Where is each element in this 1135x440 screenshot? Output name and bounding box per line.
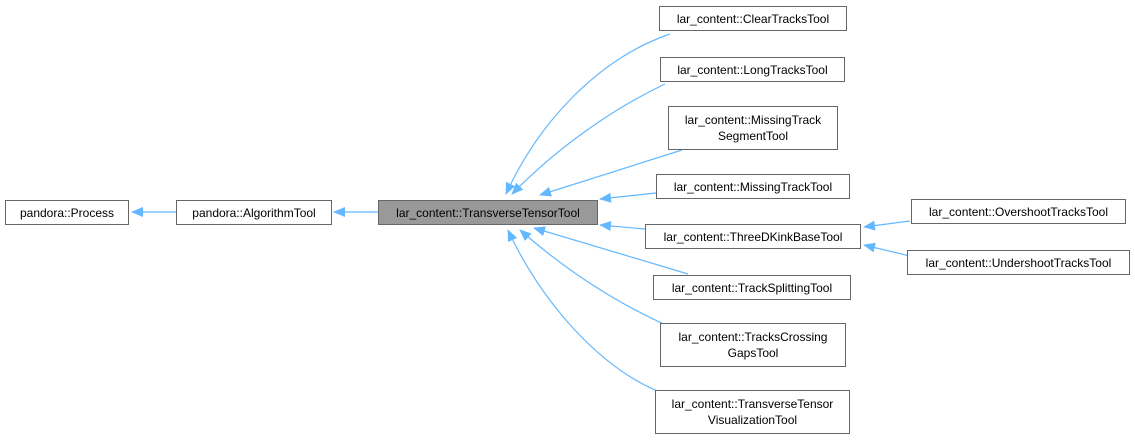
node-undershoottrackstool[interactable]: lar_content::UndershootTracksTool [907,250,1130,275]
edge-longtrackstool-to-base [511,83,666,195]
node-transversetensorvisualizationtool[interactable]: lar_content::TransverseTensor Visualizat… [655,390,850,434]
node-label: lar_content::LongTracksTool [677,62,828,77]
edge-tracksplittingtool-to-base [533,226,689,275]
edge-missingtracksegmenttool-to-base [539,149,683,197]
node-overshoottrackstool[interactable]: lar_content::OvershootTracksTool [911,199,1126,224]
node-label: lar_content::UndershootTracksTool [925,255,1112,270]
edge-undershoottrackstool-to-threedkinkbasetool [863,242,911,257]
node-label: lar_content::TrackSplittingTool [671,280,833,295]
node-trackscrossinggapstool[interactable]: lar_content::TracksCrossing GapsTool [660,323,846,367]
edge-missingtracktool-to-base [599,192,657,203]
node-label: lar_content::MissingTrackTool [673,179,833,194]
node-label-line1: lar_content::TracksCrossing [678,330,828,344]
node-transversetensortool[interactable]: lar_content::TransverseTensorTool [378,200,598,225]
node-label: lar_content::OvershootTracksTool [929,204,1108,219]
node-label: lar_content::ClearTracksTool [676,11,830,26]
node-missingtracksegmenttool[interactable]: lar_content::MissingTrack SegmentTool [668,106,838,150]
edge-trackscrossinggapstool-to-base [519,229,669,327]
node-label: pandora::Process [19,205,115,220]
node-label: lar_content::TransverseTensorTool [396,205,580,220]
node-longtrackstool[interactable]: lar_content::LongTracksTool [660,57,845,82]
node-label: pandora::AlgorithmTool [192,205,316,220]
edge-threedkinkbasetool-to-base [599,220,646,231]
node-label-line2: GapsTool [727,346,779,360]
edge-cleartrackstool-to-base [505,33,671,195]
edge-overshoottrackstool-to-threedkinkbasetool [863,220,911,231]
node-label: lar_content::ThreeDKinkBaseTool [663,229,843,244]
node-label-line2: VisualizationTool [707,413,798,427]
node-label-line1: lar_content::MissingTrack [684,113,822,127]
node-tracksplittingtool[interactable]: lar_content::TrackSplittingTool [653,275,851,300]
edge-transversetensorvisualizationtool-to-base [507,229,666,395]
node-threedkinkbasetool[interactable]: lar_content::ThreeDKinkBaseTool [645,224,861,249]
node-missingtracktool[interactable]: lar_content::MissingTrackTool [656,174,850,199]
node-label-line1: lar_content::TransverseTensor [671,397,834,411]
node-label-line2: SegmentTool [717,129,789,143]
node-pandora-process[interactable]: pandora::Process [5,200,129,225]
node-cleartrackstool[interactable]: lar_content::ClearTracksTool [659,6,847,31]
node-pandora-algorithmtool[interactable]: pandora::AlgorithmTool [176,200,332,225]
